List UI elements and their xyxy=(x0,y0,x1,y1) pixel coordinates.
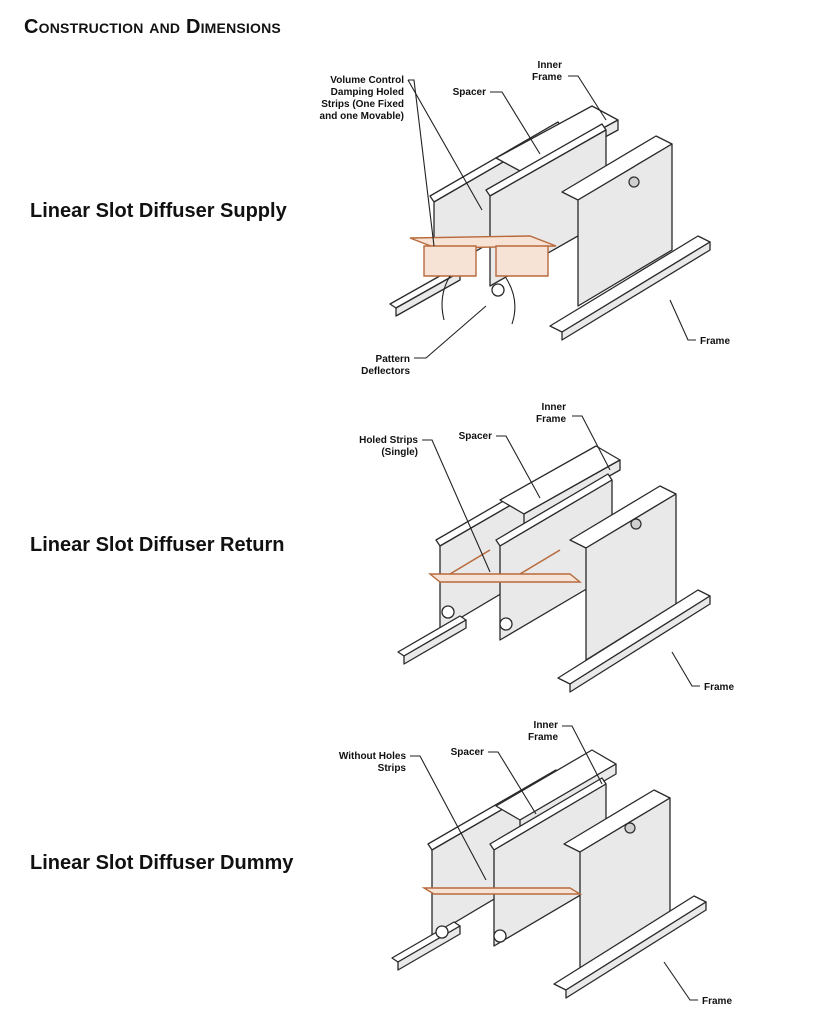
section-title-dummy: Linear Slot Diffuser Dummy xyxy=(30,852,294,874)
label-frame: Frame xyxy=(702,996,732,1007)
label-strips-1: Holed Strips xyxy=(359,435,418,446)
bolt-icon xyxy=(628,176,640,188)
label-inner-frame-2: Frame xyxy=(536,414,566,425)
pattern-deflector-left xyxy=(441,275,451,321)
supply-strip-box-left xyxy=(423,245,477,277)
label-strips-3: Strips (One Fixed xyxy=(321,99,404,110)
section-title-supply: Linear Slot Diffuser Supply xyxy=(30,200,287,222)
label-strips-2: Strips xyxy=(378,763,407,774)
supply-strip-front xyxy=(409,235,557,249)
label-strips-1: Volume Control xyxy=(330,75,404,86)
label-inner-frame-2: Frame xyxy=(528,732,558,743)
label-strips-1: Without Holes xyxy=(339,751,407,762)
label-frame: Frame xyxy=(704,682,734,693)
label-deflectors-1: Pattern xyxy=(376,354,410,365)
bolt-icon xyxy=(630,518,642,530)
label-spacer: Spacer xyxy=(459,431,492,442)
label-deflectors-2: Deflectors xyxy=(361,366,410,377)
label-inner-frame-2: Frame xyxy=(532,72,562,83)
supply-strip-box-right xyxy=(495,245,549,277)
label-inner-frame-1: Inner xyxy=(538,60,563,71)
pattern-deflector-right xyxy=(505,277,516,325)
return-strip xyxy=(428,573,582,583)
label-strips-4: and one Movable) xyxy=(320,111,404,122)
bolt-icon xyxy=(624,822,636,834)
label-spacer: Spacer xyxy=(451,747,484,758)
label-spacer: Spacer xyxy=(453,87,486,98)
label-strips-2: Damping Holed xyxy=(331,87,404,98)
svg-text:Holed Strips(Single): Holed Strips(Single) xyxy=(359,435,418,458)
section-return: Linear Slot Diffuser Return Holed Strips… xyxy=(0,390,817,730)
label-frame: Frame xyxy=(700,336,730,347)
section-supply: Linear Slot Diffuser Supply xyxy=(0,50,817,390)
section-dummy: Linear Slot Diffuser Dummy Without Holes… xyxy=(0,684,817,1024)
label-inner-frame-1: Inner xyxy=(542,402,567,413)
dummy-strip xyxy=(421,887,583,895)
section-title-return: Linear Slot Diffuser Return xyxy=(30,534,285,556)
page-title: Construction and Dimensions xyxy=(24,16,281,38)
label-strips-2: (Single) xyxy=(381,447,418,458)
label-inner-frame-1: Inner xyxy=(534,720,559,731)
